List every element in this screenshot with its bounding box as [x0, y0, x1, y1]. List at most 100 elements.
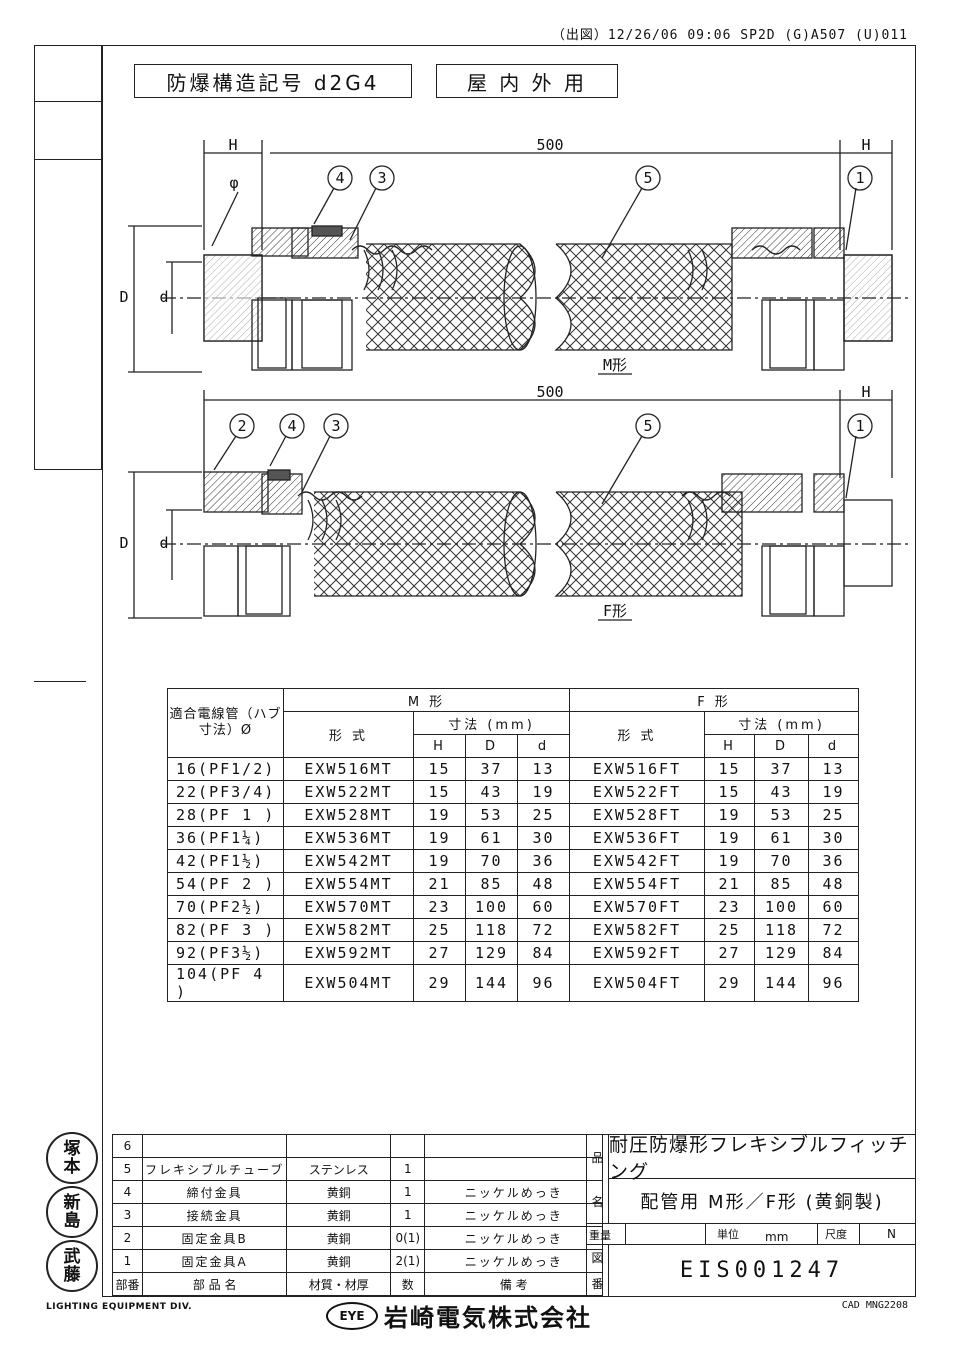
callout-m-4: 4 — [335, 169, 344, 187]
spec-cell-f-D: 85 — [754, 872, 809, 896]
spec-cell-m-model: EXW528MT — [283, 803, 414, 827]
dim-d-m: d — [159, 288, 168, 306]
spec-cell-m-D: 118 — [465, 918, 518, 942]
parts-cell-name: 固定金具A — [141, 1249, 288, 1273]
fitting-drawing: 500 H H φ D d 4 3 5 1 M形 500 H D d 2 4 3… — [119, 136, 912, 621]
spec-cell-f-h: 19 — [704, 826, 755, 850]
dim-h-right: H — [861, 136, 870, 154]
spec-cell-m-d: 48 — [517, 872, 570, 896]
parts-cell-no: 4 — [112, 1180, 143, 1204]
header-f-h: H — [704, 734, 755, 758]
spec-cell-m-model: EXW554MT — [283, 872, 414, 896]
callout-f-2: 2 — [237, 417, 246, 435]
spec-cell-m-D: 144 — [465, 964, 518, 1002]
drawing-no-label-2: 番 — [591, 1276, 604, 1291]
spec-cell-hub: 36(PF1¼) — [167, 826, 284, 850]
dim-D-f: D — [119, 534, 128, 552]
parts-header-material: 材質・材厚 — [286, 1272, 392, 1296]
approval-stamp: 塚本 — [46, 1132, 98, 1184]
spec-cell-hub: 54(PF 2 ) — [167, 872, 284, 896]
parts-cell-material: ステンレス — [286, 1157, 392, 1181]
parts-cell-note: ニッケルめっき — [424, 1180, 604, 1204]
spec-cell-hub: 42(PF1½) — [167, 849, 284, 873]
spec-cell-m-d: 30 — [517, 826, 570, 850]
spec-cell-m-D: 129 — [465, 941, 518, 965]
spec-cell-f-model: EXW528FT — [569, 803, 705, 827]
weight-row: 重量 単位 mm 尺度 N — [587, 1223, 915, 1245]
spec-cell-m-model: EXW536MT — [283, 826, 414, 850]
parts-cell-note: ニッケルめっき — [424, 1249, 604, 1273]
header-hub: 適合電線管（ハブ寸法）Ø — [167, 688, 284, 758]
fold-mark — [34, 681, 86, 682]
scale-value: N — [887, 1227, 896, 1241]
revision-strip — [34, 45, 102, 470]
header-m-h: H — [413, 734, 466, 758]
spec-cell-hub: 92(PF3½) — [167, 941, 284, 965]
spec-cell-f-h: 21 — [704, 872, 755, 896]
parts-cell-note: ニッケルめっき — [424, 1226, 604, 1250]
dim-d-f: d — [159, 534, 168, 552]
spec-cell-m-d: 19 — [517, 780, 570, 804]
spec-cell-f-d: 48 — [808, 872, 859, 896]
title-block: 品 名 耐圧防爆形フレキシブルフィッチング 配管用 M形／F形 (黄銅製) 重量… — [586, 1134, 916, 1297]
parts-cell-no: 1 — [112, 1249, 143, 1273]
parts-cell-qty — [390, 1134, 426, 1158]
parts-cell-name — [141, 1134, 288, 1158]
callout-m-1: 1 — [855, 169, 864, 187]
callout-f-3: 3 — [331, 417, 340, 435]
parts-cell-qty: 2(1) — [390, 1249, 426, 1273]
spec-cell-m-D: 37 — [465, 757, 518, 781]
approval-stamp: 新島 — [46, 1186, 98, 1238]
spec-cell-f-model: EXW570FT — [569, 895, 705, 919]
parts-header-name: 部 品 名 — [141, 1272, 288, 1296]
parts-cell-qty: 0(1) — [390, 1226, 426, 1250]
spec-cell-f-D: 118 — [754, 918, 809, 942]
header-f-group: F 形 — [569, 688, 859, 712]
spec-cell-f-h: 19 — [704, 849, 755, 873]
callout-f-4: 4 — [287, 417, 296, 435]
header-f-model: 形 式 — [569, 711, 705, 758]
parts-cell-material: 黄銅 — [286, 1249, 392, 1273]
spec-cell-m-D: 53 — [465, 803, 518, 827]
spec-cell-hub: 82(PF 3 ) — [167, 918, 284, 942]
callout-m-3: 3 — [377, 169, 386, 187]
spec-cell-f-model: EXW542FT — [569, 849, 705, 873]
spec-cell-m-model: EXW504MT — [283, 964, 414, 1002]
product-sub: 配管用 M形／F形 (黄銅製) — [640, 1192, 884, 1213]
dim-length-f: 500 — [536, 383, 563, 401]
explosion-proof-symbol-box: 防爆構造記号 d2G4 — [134, 64, 412, 98]
drawing-frame — [102, 45, 916, 1297]
spec-cell-m-d: 60 — [517, 895, 570, 919]
parts-cell-note: ニッケルめっき — [424, 1203, 604, 1227]
spec-cell-m-model: EXW542MT — [283, 849, 414, 873]
usage-box: 屋 内 外 用 — [436, 64, 618, 98]
header-m-d: d — [517, 734, 570, 758]
spec-cell-f-D: 144 — [754, 964, 809, 1002]
dim-h-left: H — [228, 136, 237, 154]
spec-cell-m-D: 70 — [465, 849, 518, 873]
spec-cell-f-d: 30 — [808, 826, 859, 850]
spec-table: 適合電線管（ハブ寸法）Ø M 形 F 形 形 式 寸法 (mm) 形 式 寸法 … — [167, 688, 859, 1002]
spec-cell-f-model: EXW516FT — [569, 757, 705, 781]
spec-cell-hub: 16(PF1/2) — [167, 757, 284, 781]
callout-m-5: 5 — [643, 169, 652, 187]
header-m-D: D — [465, 734, 518, 758]
spec-cell-hub: 70(PF2½) — [167, 895, 284, 919]
cad-code: CAD MNG2208 — [841, 1300, 908, 1311]
parts-cell-qty: 1 — [390, 1157, 426, 1181]
product-name: 耐圧防爆形フレキシブルフィッチング — [609, 1134, 915, 1183]
parts-cell-qty: 1 — [390, 1203, 426, 1227]
spec-cell-m-d: 72 — [517, 918, 570, 942]
parts-cell-name: 固定金具B — [141, 1226, 288, 1250]
spec-cell-f-model: EXW582FT — [569, 918, 705, 942]
parts-cell-material: 黄銅 — [286, 1226, 392, 1250]
parts-cell-note — [424, 1134, 604, 1158]
